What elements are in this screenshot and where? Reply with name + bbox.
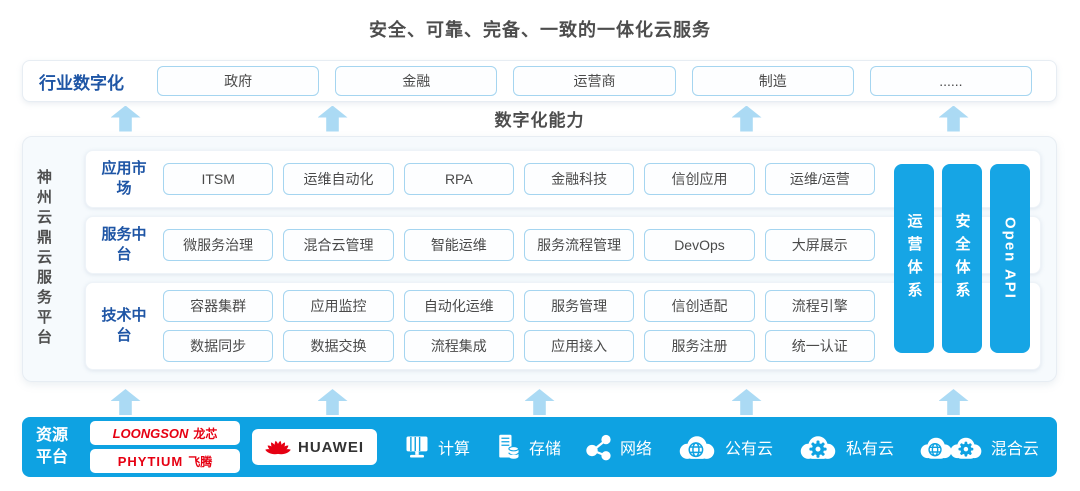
network-icon <box>586 434 611 461</box>
resource-item-storage: 存储 <box>494 433 561 461</box>
app-item-ops-automation: 运维自动化 <box>283 163 394 195</box>
hybrid-cloud-icon <box>920 437 982 459</box>
resource-items: 计算 存储 <box>403 433 1043 461</box>
row-service-platform: 服务中台 微服务治理 混合云管理 智能运维 服务流程管理 DevOps 大屏展示 <box>85 216 1041 274</box>
app-item-xinchuang-app: 信创应用 <box>644 163 755 195</box>
app-item-rpa: RPA <box>403 163 514 195</box>
row-app-market-label: 应用市场 <box>101 159 147 197</box>
platform-rows: 应用市场 ITSM 运维自动化 RPA 金融科技 信创应用 运维/运营 服务中台… <box>85 150 1041 370</box>
svc-item-service-flow: 服务流程管理 <box>523 229 635 261</box>
resource-item-hybrid-cloud: 混合云 <box>918 433 1039 461</box>
pillar-security-system: 安全体系 <box>942 164 982 353</box>
up-arrow-icon <box>317 105 348 132</box>
resource-item-private-cloud: 私有云 <box>797 433 894 461</box>
up-arrow-icon <box>938 389 969 415</box>
tech-item-service-registry: 服务注册 <box>644 330 755 362</box>
row-app-market: 应用市场 ITSM 运维自动化 RPA 金融科技 信创应用 运维/运营 <box>85 150 1041 208</box>
industry-item-operator: 运营商 <box>513 66 676 96</box>
up-arrow-icon <box>938 105 969 132</box>
industry-item-more: ...... <box>869 66 1033 96</box>
up-arrow-icon <box>524 389 555 415</box>
industry-item-manufacturing: 制造 <box>691 66 854 96</box>
row-service-label: 服务中台 <box>101 225 147 263</box>
compute-icon <box>406 436 428 458</box>
huawei-flower-icon <box>265 440 291 455</box>
resource-item-network: 网络 <box>585 433 652 461</box>
platform-side-label: 神州云鼎云服务平台 <box>35 169 52 349</box>
phytium-logo: PHYTIUM 飞腾 <box>90 449 240 473</box>
capability-arrow-row: 数字化能力 <box>22 103 1057 134</box>
tech-item-process-integration: 流程集成 <box>403 330 514 362</box>
svc-item-hybrid-cloud-mgmt: 混合云管理 <box>283 229 394 261</box>
tech-item-container-cluster: 容器集群 <box>163 290 274 322</box>
public-cloud-icon <box>679 436 715 459</box>
app-item-fintech: 金融科技 <box>523 163 635 195</box>
loongson-logo: LOONGSON 龙芯 <box>90 421 240 445</box>
up-arrow-icon <box>110 105 141 132</box>
industry-item-government: 政府 <box>157 66 320 96</box>
resource-arrow-row <box>22 389 1057 415</box>
tech-item-process-engine: 流程引擎 <box>764 290 875 322</box>
svc-item-big-screen: 大屏展示 <box>764 229 875 261</box>
up-arrow-icon <box>731 105 762 132</box>
app-item-itsm: ITSM <box>163 163 274 195</box>
tech-item-xinchuang-adapt: 信创适配 <box>644 290 755 322</box>
tech-item-data-exchange: 数据交换 <box>283 330 394 362</box>
row-tech-platform: 技术中台 容器集群 应用监控 自动化运维 服务管理 信创适配 流程引擎 数据同步… <box>85 282 1041 370</box>
chip-logos: LOONGSON 龙芯 PHYTIUM 飞腾 <box>90 421 240 473</box>
up-arrow-icon <box>317 389 348 415</box>
pillar-operations-system: 运营体系 <box>894 164 934 353</box>
industry-band: 行业数字化 政府 金融 运营商 制造 ...... <box>22 60 1057 102</box>
resource-platform-label: 资源平台 <box>36 427 69 466</box>
huawei-logo: HUAWEI <box>252 429 377 465</box>
resource-platform-bar: 资源平台 LOONGSON 龙芯 PHYTIUM 飞腾 <box>22 417 1057 477</box>
svc-item-aiops: 智能运维 <box>403 229 514 261</box>
svc-item-devops: DevOps <box>644 229 755 261</box>
tech-item-data-sync: 数据同步 <box>163 330 274 362</box>
app-item-ops-operation: 运维/运营 <box>764 163 875 195</box>
tech-item-service-mgmt: 服务管理 <box>523 290 635 322</box>
industry-band-label: 行业数字化 <box>39 73 124 93</box>
tech-item-unified-auth: 统一认证 <box>764 330 875 362</box>
capability-label: 数字化能力 <box>494 111 585 130</box>
industry-item-finance: 金融 <box>335 66 498 96</box>
row-tech-label: 技术中台 <box>101 306 147 344</box>
tech-item-auto-ops: 自动化运维 <box>403 290 514 322</box>
pillar-open-api: Open API <box>990 164 1030 353</box>
diagram-title: 安全、可靠、完备、一致的一体化云服务 <box>369 20 711 40</box>
up-arrow-icon <box>110 389 141 415</box>
tech-item-app-access: 应用接入 <box>523 330 635 362</box>
up-arrow-icon <box>731 389 762 415</box>
svc-item-microservice: 微服务治理 <box>163 229 274 261</box>
private-cloud-icon <box>800 436 836 459</box>
resource-item-public-cloud: 公有云 <box>676 433 773 461</box>
platform-container: 神州云鼎云服务平台 应用市场 ITSM 运维自动化 RPA 金融科技 信创应用 … <box>22 136 1057 382</box>
storage-icon <box>499 434 520 459</box>
resource-item-compute: 计算 <box>403 433 470 461</box>
tech-item-app-monitor: 应用监控 <box>283 290 394 322</box>
